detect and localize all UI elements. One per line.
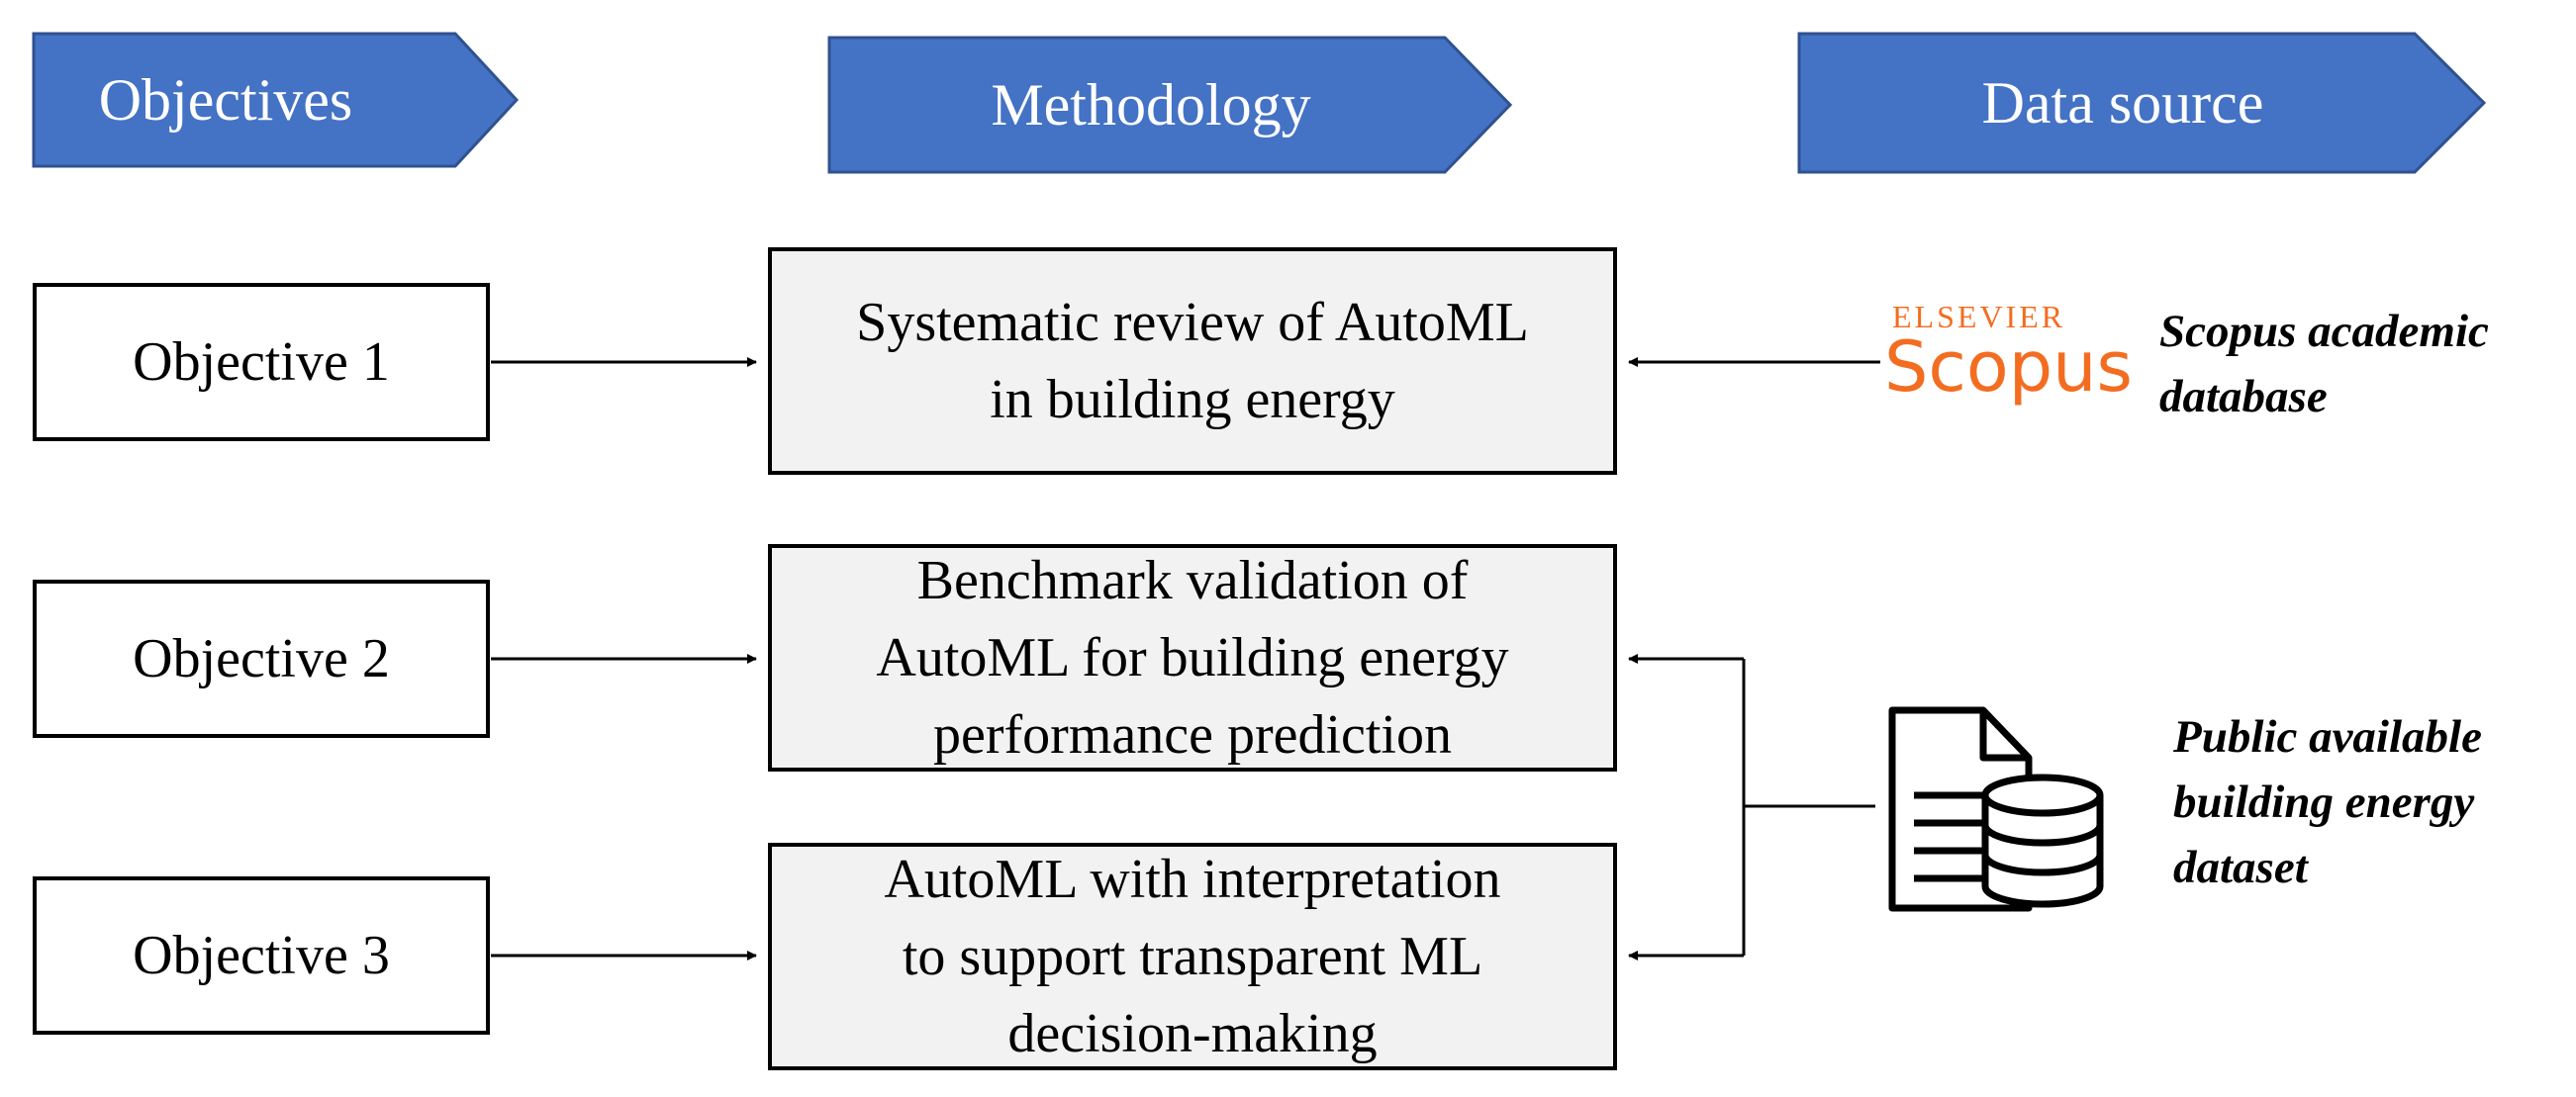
method-1-line-2: in building energy: [990, 369, 1395, 430]
method-3-line-1: AutoML with interpretation: [884, 849, 1501, 910]
method-3-line-3: decision-making: [1007, 1003, 1378, 1064]
objective-2-box: Objective 2: [33, 580, 490, 738]
objectives-header-label: Objectives: [98, 66, 353, 133]
scopus-label-line-2: database: [2159, 371, 2328, 422]
dataset-label-line-3: dataset: [2173, 842, 2308, 893]
data-source-header-label: Data source: [1981, 69, 2264, 136]
elsevier-wordmark: ELSEVIER: [1892, 299, 2066, 334]
method-2-line-1: Benchmark validation of: [916, 550, 1469, 611]
methodology-header: Methodology: [827, 36, 1512, 174]
scopus-label-line-1: Scopus academic: [2159, 306, 2489, 357]
document-database-icon: [1888, 706, 2104, 912]
method-2-line-3: performance prediction: [933, 704, 1452, 766]
method-3-line-2: to support transparent ML: [902, 926, 1483, 987]
objectives-header: Objectives: [32, 32, 519, 168]
methodology-header-label: Methodology: [991, 71, 1311, 137]
method-1-line-1: Systematic review of AutoML: [856, 292, 1529, 353]
data-source-header: Data source: [1797, 32, 2486, 174]
method-2-line-2: AutoML for building energy: [876, 627, 1509, 688]
dataset-label-line-1: Public available: [2173, 711, 2482, 763]
objective-1-label: Objective 1: [133, 331, 390, 393]
objective-1-box: Objective 1: [33, 283, 490, 441]
method-benchmark-validation-box: Benchmark validation of AutoML for build…: [768, 544, 1617, 772]
objective-2-label: Objective 2: [133, 628, 390, 689]
method-interpretation-box: AutoML with interpretation to support tr…: [768, 843, 1617, 1070]
dataset-label-line-2: building energy: [2173, 777, 2475, 828]
dataset-source-label: Public available building energy dataset: [2173, 704, 2482, 900]
objective-3-box: Objective 3: [33, 876, 490, 1035]
method-systematic-review-box: Systematic review of AutoML in building …: [768, 247, 1617, 475]
scopus-wordmark: Scopus: [1884, 326, 2134, 408]
scopus-source-label: Scopus academic database: [2159, 299, 2489, 429]
objective-3-label: Objective 3: [133, 925, 390, 986]
